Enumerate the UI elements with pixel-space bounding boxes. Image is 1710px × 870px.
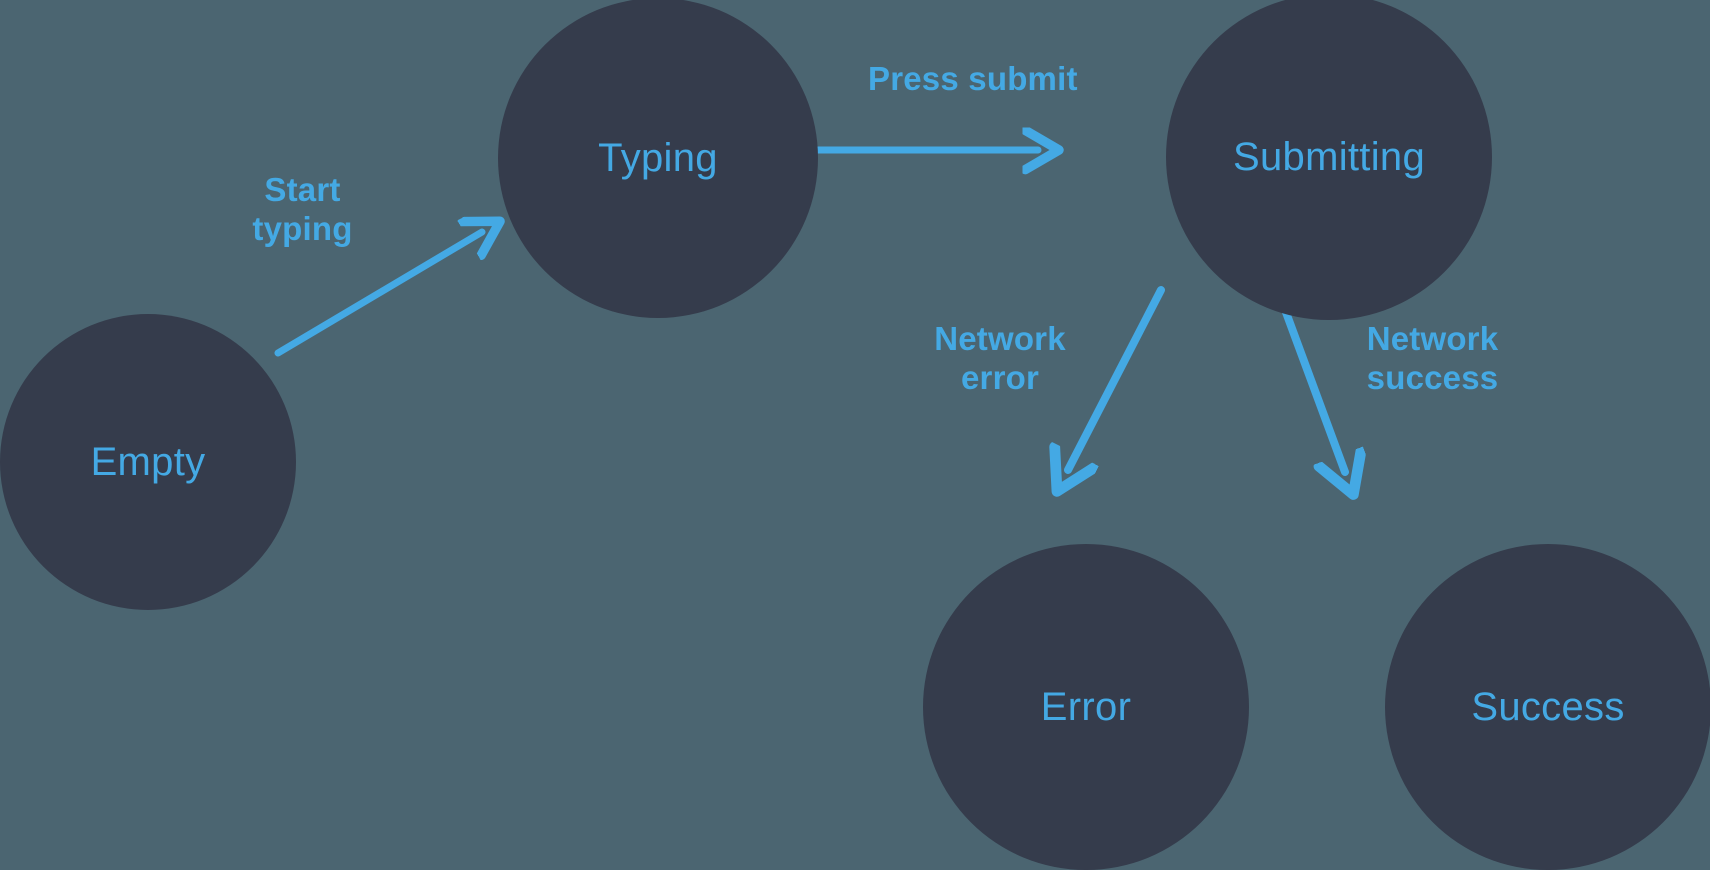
transition-label-network-success: Network success (1366, 320, 1499, 396)
transition-label-network-error: Network error (934, 320, 1066, 396)
state-label-submitting: Submitting (1233, 135, 1425, 179)
state-node-typing[interactable]: Typing (498, 0, 818, 318)
state-label-empty: Empty (90, 440, 206, 484)
arrow-network-error (1068, 286, 1165, 470)
arrow-start-typing (274, 232, 482, 357)
state-label-success: Success (1471, 685, 1625, 729)
state-node-error[interactable]: Error (923, 544, 1249, 870)
state-node-empty[interactable]: Empty (0, 314, 296, 610)
state-label-error: Error (1040, 685, 1132, 729)
state-node-success[interactable]: Success (1385, 544, 1710, 870)
transition-label-press-submit: Press submit (868, 60, 1078, 97)
arrow-network-success (1273, 284, 1345, 472)
state-node-submitting[interactable]: Submitting (1166, 0, 1492, 320)
state-label-typing: Typing (598, 136, 718, 180)
transition-label-start-typing: Start typing (252, 171, 353, 247)
